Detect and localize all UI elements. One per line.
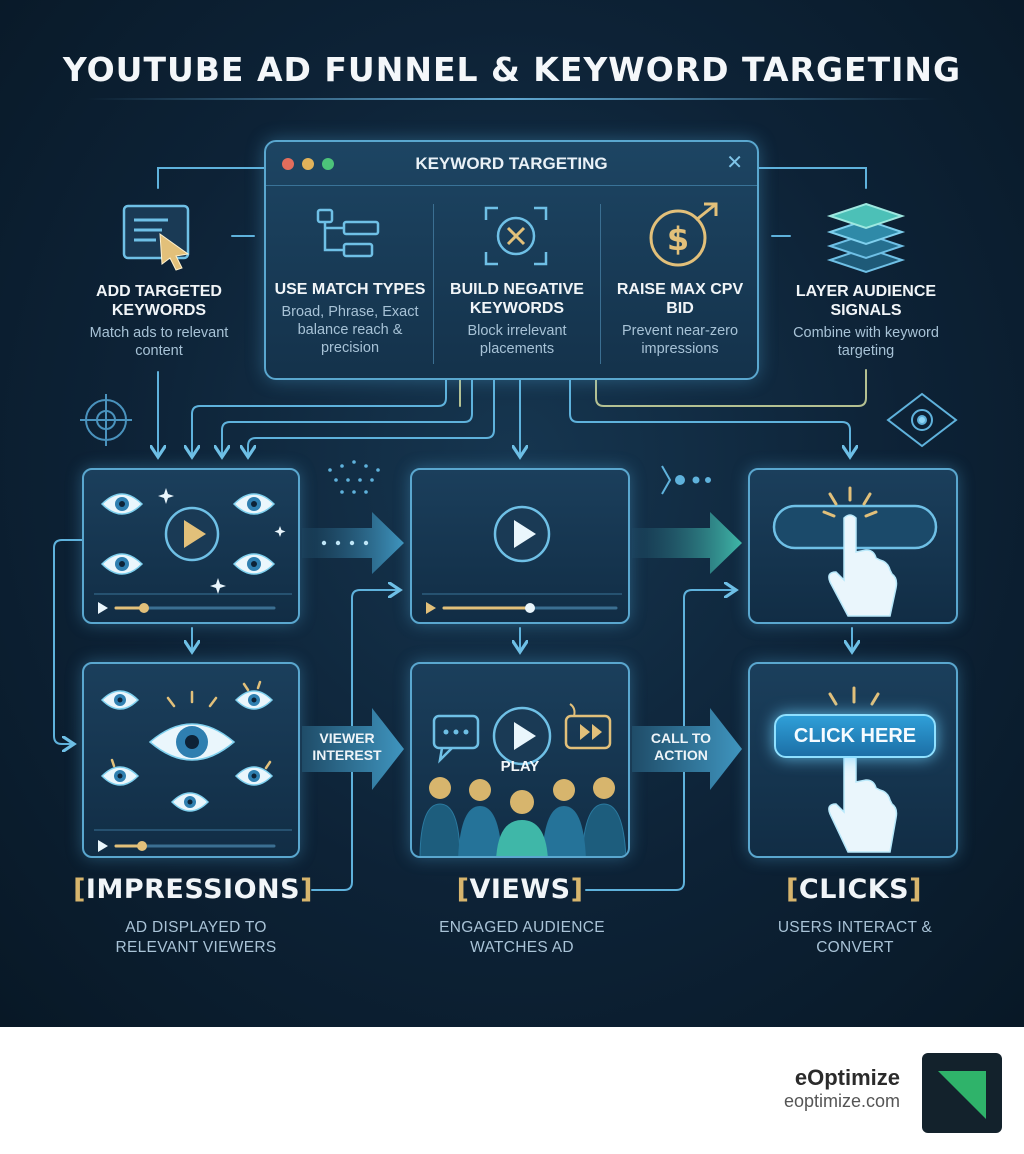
impressions-title: [IMPRESSIONS] — [62, 874, 324, 905]
close-icon[interactable]: ✕ — [726, 150, 743, 174]
eye-diamond-icon — [886, 392, 958, 448]
click-here-panel: CLICK HERE — [748, 662, 958, 858]
watching-eyes-icon — [94, 488, 292, 614]
target-icon — [80, 394, 132, 446]
window-title: KEYWORD TARGETING — [415, 154, 608, 173]
bracket-open: [ — [73, 874, 86, 905]
particle-dots-icon — [328, 460, 380, 494]
bracket-close: ] — [909, 874, 922, 905]
flow-arrow-views-clicks — [632, 512, 742, 574]
footer: eOptimize eoptimize.com — [0, 1027, 1024, 1154]
window-titlebar: KEYWORD TARGETING ✕ — [266, 142, 757, 186]
connector-lines — [53, 167, 958, 891]
impressions-eyes-panel — [82, 662, 300, 858]
flow-arrow-impressions-views — [302, 512, 404, 574]
add-keywords-heading: ADD TARGETED KEYWORDS — [96, 283, 222, 319]
title-underline — [86, 98, 938, 100]
add-keywords-block: ADD TARGETED KEYWORDS Match ads to relev… — [74, 282, 244, 360]
eoptimize-logo-icon — [922, 1053, 1002, 1133]
page-title: YOUTUBE AD FUNNEL & KEYWORD TARGETING — [62, 50, 962, 89]
audience-play-icon — [419, 703, 627, 856]
keyword-targeting-window: KEYWORD TARGETING ✕ USE MATCH TYPES Broa… — [264, 140, 759, 380]
views-title: [VIEWS] — [430, 874, 610, 905]
impressions-desc: AD DISPLAYED TO RELEVANT VIEWERS — [115, 919, 277, 956]
layers-icon — [826, 202, 906, 274]
match-types-heading: USE MATCH TYPES — [274, 281, 426, 298]
max-cpv-heading: RAISE MAX CPV BID — [616, 281, 744, 317]
match-types-block: USE MATCH TYPES Broad, Phrase, Exact bal… — [270, 280, 430, 357]
views-video-panel — [410, 468, 630, 624]
views-title-text: VIEWS — [469, 874, 571, 905]
bracket-close: ] — [570, 874, 584, 905]
viewer-interest-label: VIEWER INTEREST — [312, 730, 382, 763]
views-audience-panel: PLAY — [410, 662, 630, 858]
negative-keywords-block: BUILD NEGATIVE KEYWORDS Block irrelevant… — [436, 280, 598, 358]
negative-keyword-icon — [484, 206, 548, 266]
keyword-document-cursor-icon — [122, 204, 190, 271]
infographic-canvas: YOUTUBE AD FUNNEL & KEYWORD TARGETING AD… — [0, 0, 1024, 1027]
pointing-hand-icon — [772, 486, 938, 617]
impressions-title-text: IMPRESSIONS — [85, 874, 301, 905]
max-cpv-desc: Prevent near-zero impressions — [621, 323, 739, 357]
negative-keywords-heading: BUILD NEGATIVE KEYWORDS — [450, 281, 584, 317]
window-close-dot[interactable] — [282, 158, 294, 170]
brand-name: eOptimize — [794, 1065, 900, 1090]
viewer-interest-arrow — [302, 708, 404, 790]
max-cpv-block: RAISE MAX CPV BID Prevent near-zero impr… — [604, 280, 756, 358]
svg-text:$: $ — [667, 220, 689, 258]
window-maximize-dot[interactable] — [322, 158, 334, 170]
negative-keywords-desc: Block irrelevant placements — [467, 323, 567, 357]
bracket-close: ] — [300, 874, 313, 905]
clicks-title-text: CLICKS — [798, 874, 910, 905]
audience-signals-desc: Combine with keyword targeting — [793, 325, 939, 359]
match-types-desc: Broad, Phrase, Exact balance reach & pre… — [281, 304, 419, 356]
column-divider — [433, 204, 434, 364]
bracket-open: [ — [456, 874, 470, 905]
window-minimize-dot[interactable] — [302, 158, 314, 170]
clicks-desc: USERS INTERACT & CONVERT — [777, 919, 933, 956]
click-burst-icon — [828, 686, 898, 853]
column-divider — [600, 204, 601, 364]
clicks-title: [CLICKS] — [764, 874, 944, 905]
brand-url[interactable]: eoptimize.com — [783, 1091, 900, 1111]
audience-signals-heading: LAYER AUDIENCE SIGNALS — [795, 283, 937, 319]
add-keywords-desc: Match ads to relevant content — [89, 325, 229, 359]
bracket-open: [ — [786, 874, 799, 905]
call-to-action-arrow — [632, 708, 742, 790]
play-label: PLAY — [500, 758, 540, 775]
click-here-button[interactable]: CLICK HERE — [774, 714, 936, 758]
dollar-bid-icon: $ — [649, 202, 718, 267]
call-to-action-label: CALL TO ACTION — [650, 730, 712, 763]
eyes-cluster-icon — [94, 680, 292, 852]
impressions-video-panel — [82, 468, 300, 624]
views-desc: ENGAGED AUDIENCE WATCHES AD — [439, 919, 605, 956]
forward-node-icon — [661, 465, 711, 495]
audience-signals-block: LAYER AUDIENCE SIGNALS Combine with keyw… — [778, 282, 954, 360]
click-cursor-panel — [748, 468, 958, 624]
video-player-icon — [422, 505, 622, 614]
match-types-icon — [316, 208, 380, 258]
